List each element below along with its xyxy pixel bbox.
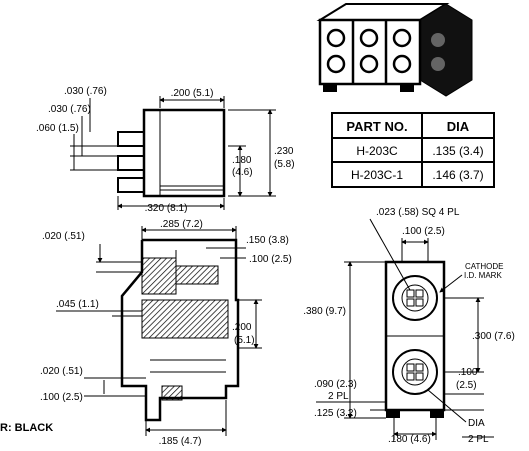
color-note: R: BLACK xyxy=(0,422,53,434)
dim-label: .200 (5.1) xyxy=(171,88,214,99)
dim-label: .045 (1.1) xyxy=(56,299,99,310)
dim-label: (5.1) xyxy=(234,335,255,346)
dim-label: .300 (7.6) xyxy=(472,331,515,342)
dim-label: .125 (3.2) xyxy=(314,408,357,419)
dim-label: CATHODE xyxy=(465,262,504,271)
dim-label: I.D. MARK xyxy=(464,271,502,280)
dim-label: .380 (9.7) xyxy=(303,306,346,317)
dim-label: .320 (8.1) xyxy=(145,203,188,214)
table-cell-part: H-203C xyxy=(356,144,398,158)
dim-label: .185 (4.7) xyxy=(159,436,202,447)
dim-label: .200 xyxy=(232,322,252,333)
dim-label: .230 xyxy=(274,146,294,157)
dim-label: (5.8) xyxy=(274,159,295,170)
dim-label: .090 (2.3) xyxy=(314,379,357,390)
dim-label: 2 PL xyxy=(328,391,349,402)
dim-label: (4.6) xyxy=(232,167,253,178)
dim-label: .020 (.51) xyxy=(42,231,85,242)
dim-label: 2 PL xyxy=(468,434,489,445)
table-header-dia: DIA xyxy=(447,119,470,134)
table-cell-dia: .146 (3.7) xyxy=(432,168,483,182)
dim-label: .030 (.76) xyxy=(64,86,107,97)
table-cell-dia: .135 (3.4) xyxy=(432,144,483,158)
product-isometric-picture xyxy=(316,3,473,97)
dim-label: .100 (2.5) xyxy=(402,226,445,237)
dim-label: .100 (2.5) xyxy=(40,392,83,403)
front-view: .023 (.58) SQ 4 PL .100 (2.5) CATHODE I.… xyxy=(303,207,515,445)
dim-label: .180 xyxy=(232,155,252,166)
dim-label: .150 (3.8) xyxy=(246,235,289,246)
cross-section-view: .020 (.51) .285 (7.2) .150 (3.8) .100 (2… xyxy=(40,219,292,447)
dim-label: .030 (.76) xyxy=(48,104,91,115)
dim-label: .020 (.51) xyxy=(40,366,83,377)
dim-label: .180 (4.6) xyxy=(388,434,431,445)
dim-label: .100 (2.5) xyxy=(249,254,292,265)
part-number-table: PART NO. DIA H-203C .135 (3.4) H-203C-1 … xyxy=(331,112,495,188)
dim-label: .060 (1.5) xyxy=(36,123,79,134)
dim-label: DIA xyxy=(468,418,485,429)
dim-label: .100 xyxy=(458,367,478,378)
side-view: .200 (5.1) .030 (.76) .030 (.76) .060 (1… xyxy=(36,86,295,214)
table-cell-part: H-203C-1 xyxy=(351,168,403,182)
dim-label: .285 (7.2) xyxy=(160,219,203,230)
dim-label: (2.5) xyxy=(456,380,477,391)
table-header-part-no: PART NO. xyxy=(346,119,407,134)
dim-label: .023 (.58) SQ 4 PL xyxy=(376,207,460,218)
